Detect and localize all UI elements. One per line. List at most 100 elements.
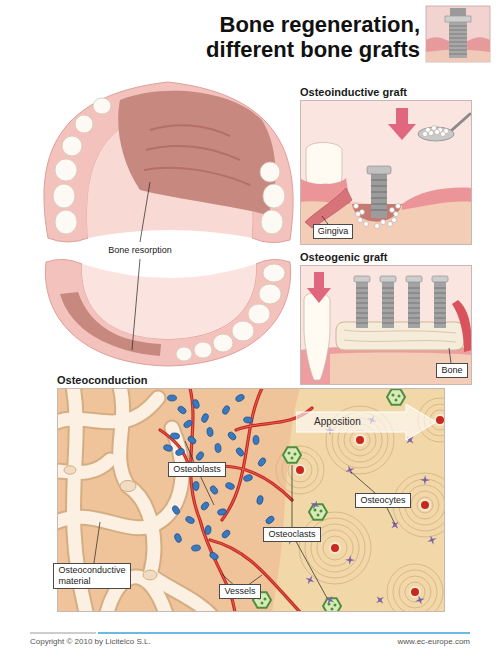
trabecular-strand — [128, 486, 154, 575]
leader-line — [292, 465, 293, 534]
graft-granules — [441, 132, 446, 137]
osteon — [323, 536, 347, 560]
dental-implant — [432, 276, 448, 282]
osteoclast-cell — [392, 394, 395, 397]
implant-icon — [445, 16, 471, 22]
blood-vessel — [190, 388, 235, 612]
osteon — [276, 398, 445, 612]
arrow-text: Apposition — [296, 404, 361, 440]
dental-implant — [356, 282, 368, 328]
osteoclast-cell — [317, 514, 320, 517]
osteoblast-cell — [235, 393, 246, 402]
osteoconduction-scene — [57, 388, 445, 612]
osteoinductive-scene — [371, 174, 387, 218]
osteoinductive-scene — [452, 114, 470, 130]
graft-granules — [358, 218, 363, 223]
osteon — [295, 465, 305, 475]
osteoblast-cell — [257, 457, 267, 468]
upper-jaw — [93, 98, 111, 114]
trabecular-strand — [118, 388, 128, 486]
lower-jaw — [176, 264, 285, 361]
osteoblast-cell — [201, 413, 210, 424]
osteoblast-cell — [163, 444, 173, 452]
osteoclast-cell — [283, 447, 301, 463]
graft-granules — [375, 224, 380, 229]
label-box: Gingiva — [313, 224, 354, 239]
dental-implant — [406, 276, 422, 282]
lower-jaw — [45, 259, 290, 366]
osteoinductive-scene — [305, 188, 352, 228]
osteoclast-cell — [264, 598, 267, 601]
osteoblast-cell — [253, 435, 259, 444]
upper-jaw — [53, 184, 75, 208]
label-box: Bone — [436, 363, 467, 378]
osteocyte-cell — [345, 555, 356, 566]
osteon — [350, 430, 370, 450]
osteoblast-cell — [168, 395, 177, 401]
osteoblast-cell — [235, 447, 245, 458]
osteoclast-cell — [261, 602, 264, 605]
osteoblast-cell — [243, 416, 253, 423]
osteoblast-cell — [256, 495, 264, 505]
osteoinductive-scene — [300, 100, 472, 245]
trabecular-strand — [64, 466, 76, 474]
osteoblast-cell — [191, 544, 201, 551]
osteon — [435, 415, 445, 425]
leader-line — [132, 182, 150, 350]
osteocyte-cell — [388, 518, 402, 532]
leader-line — [132, 259, 140, 350]
dental-implant — [382, 288, 394, 323]
osteoblast-cell — [221, 405, 230, 416]
osteoclast-cell — [334, 604, 337, 607]
lower-jaw — [232, 321, 254, 341]
page-title: Bone regeneration, different bone grafts — [185, 12, 420, 62]
osteoclast-cell — [320, 510, 323, 513]
osteoinductive-scene — [300, 100, 472, 245]
dental-implant — [380, 276, 396, 282]
osteon — [355, 435, 365, 445]
osteoclast-cell — [314, 509, 317, 512]
dental-implant — [354, 276, 370, 328]
blood-vessel — [190, 388, 235, 612]
osteoclast-cell — [395, 399, 398, 402]
dental-implant — [380, 276, 396, 328]
graft-granules — [394, 212, 399, 217]
label-box: Osteoclasts — [263, 527, 320, 542]
osteoblast-cell — [177, 405, 188, 415]
upper-jaw — [118, 91, 275, 215]
osteoblast-cell — [209, 485, 219, 496]
osteoblast-cell — [204, 525, 211, 535]
osteoclast-cell — [291, 457, 294, 460]
osteoblast-cell — [243, 474, 253, 482]
osteoblast-cell — [221, 529, 232, 540]
graft-granules — [396, 204, 401, 209]
upper-jaw — [44, 82, 293, 243]
dental-implant — [356, 288, 368, 323]
lower-jaw — [45, 259, 290, 366]
upper-jaw — [263, 184, 285, 208]
osteoinductive-scene — [388, 108, 416, 140]
osteogenic-scene — [344, 330, 456, 342]
dental-implant — [434, 288, 446, 323]
lower-jaw — [213, 334, 233, 352]
label-box: Osteoblasts — [168, 462, 226, 477]
osteogenic-scene — [452, 300, 472, 352]
implant-icon — [449, 22, 467, 58]
osteoblast-cell — [171, 505, 181, 516]
osteogenic-scene — [304, 293, 330, 381]
osteon — [417, 497, 433, 513]
upper-jaw — [260, 162, 280, 182]
label-text: Vessels — [224, 586, 255, 597]
osteoblast-cell — [192, 399, 200, 409]
footer-rule — [30, 633, 470, 634]
osteon — [276, 446, 324, 494]
graft-granules — [356, 212, 361, 217]
trabecular-strand — [118, 388, 128, 486]
osteon — [420, 500, 430, 510]
osteoclast-cell — [328, 603, 331, 606]
lower-jaw — [194, 342, 212, 358]
dental-implant — [382, 282, 394, 328]
osteoinductive-scene — [402, 188, 472, 210]
osteoblast-cell — [200, 501, 210, 512]
blood-vessel — [222, 388, 262, 520]
